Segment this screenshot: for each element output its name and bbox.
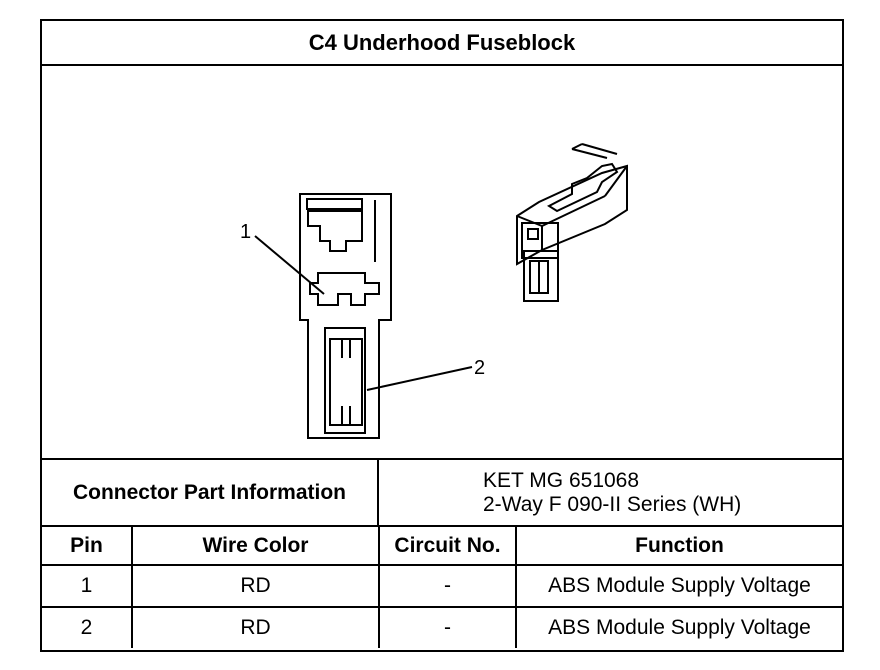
connector-part-info: Connector Part Information KET MG 651068… <box>42 458 842 527</box>
connector-isometric-view <box>516 143 628 302</box>
wire-color-cell: RD <box>131 564 380 608</box>
callout-1-label: 1 <box>240 221 251 243</box>
table-row: 2 RD - ABS Module Supply Voltage <box>42 606 842 648</box>
pin-table: Pin Wire Color Circuit No. Function 1 RD… <box>42 527 842 648</box>
pin-cell: 2 <box>42 606 133 648</box>
sheet-title: C4 Underhood Fuseblock <box>42 21 842 66</box>
header-pin: Pin <box>42 527 133 566</box>
connector-info-value: KET MG 651068 2-Way F 090-II Series (WH) <box>379 460 842 525</box>
header-function: Function <box>515 527 842 566</box>
connector-sheet: C4 Underhood Fuseblock <box>40 19 844 652</box>
header-wire-color: Wire Color <box>131 527 380 566</box>
part-number: KET MG 651068 <box>483 468 640 492</box>
circuit-cell: - <box>378 606 517 648</box>
pin-cell: 1 <box>42 564 133 608</box>
circuit-cell: - <box>378 564 517 608</box>
connector-diagram: 1 2 <box>240 143 628 439</box>
connector-face-view <box>254 193 473 439</box>
function-cell: ABS Module Supply Voltage <box>515 606 842 648</box>
connector-info-label: Connector Part Information <box>42 460 379 525</box>
part-series: 2-Way F 090-II Series (WH) <box>483 492 742 516</box>
callout-2-label: 2 <box>474 357 485 379</box>
function-cell: ABS Module Supply Voltage <box>515 564 842 608</box>
wire-color-cell: RD <box>131 606 380 648</box>
table-row: 1 RD - ABS Module Supply Voltage <box>42 564 842 608</box>
header-circuit-no: Circuit No. <box>378 527 517 566</box>
pin-table-header: Pin Wire Color Circuit No. Function <box>42 527 842 566</box>
